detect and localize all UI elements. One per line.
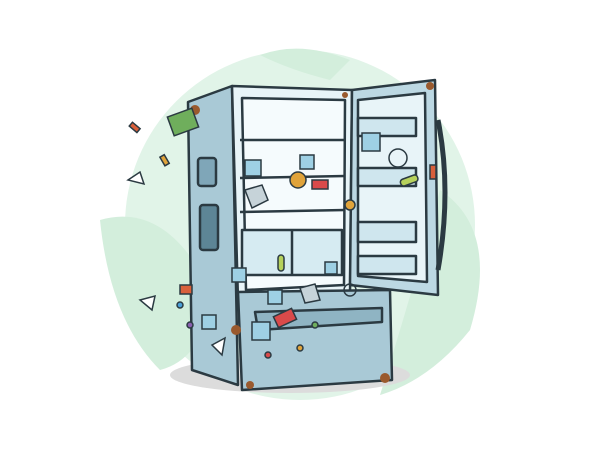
glass-shard — [126, 170, 146, 186]
debris-piece — [272, 307, 298, 329]
debris-piece — [179, 284, 193, 295]
display-panel — [196, 156, 218, 188]
battery — [399, 174, 419, 187]
rust-spots — [190, 82, 434, 389]
ice-cube — [267, 289, 283, 305]
debris-piece — [158, 153, 171, 167]
debris-piece — [128, 121, 142, 134]
battery — [277, 254, 285, 272]
door-bin-3 — [356, 220, 418, 244]
debris-piece — [429, 164, 437, 180]
debris-bead — [176, 301, 184, 309]
door-bin-1 — [356, 116, 418, 138]
debris-bead — [311, 321, 319, 329]
water-dispenser — [198, 203, 220, 252]
circuit-board — [166, 107, 200, 137]
debris-bead — [296, 344, 304, 352]
debris-bead — [186, 321, 194, 329]
ice-cube — [251, 321, 271, 341]
ice-cube — [231, 267, 247, 283]
debris-bead — [264, 351, 272, 359]
ice-cube — [361, 132, 381, 152]
debris-piece — [311, 179, 329, 190]
crumpled-paper — [244, 184, 269, 210]
debris — [126, 107, 437, 359]
ice-cube — [244, 159, 262, 177]
ring — [388, 148, 408, 168]
ring — [343, 283, 357, 297]
ice-cube — [299, 154, 315, 170]
glass-shard — [138, 294, 156, 312]
ice-cube — [324, 261, 338, 275]
shelf-3 — [239, 208, 346, 214]
door-handle — [435, 119, 448, 271]
ice-cube — [201, 314, 217, 330]
gear — [344, 199, 356, 211]
door-bin-4 — [356, 254, 418, 276]
leaf-top — [260, 48, 350, 80]
glass-shard — [210, 336, 227, 357]
crumpled-paper — [299, 283, 321, 304]
coin-stack — [289, 171, 307, 189]
leaf-left — [100, 216, 215, 370]
